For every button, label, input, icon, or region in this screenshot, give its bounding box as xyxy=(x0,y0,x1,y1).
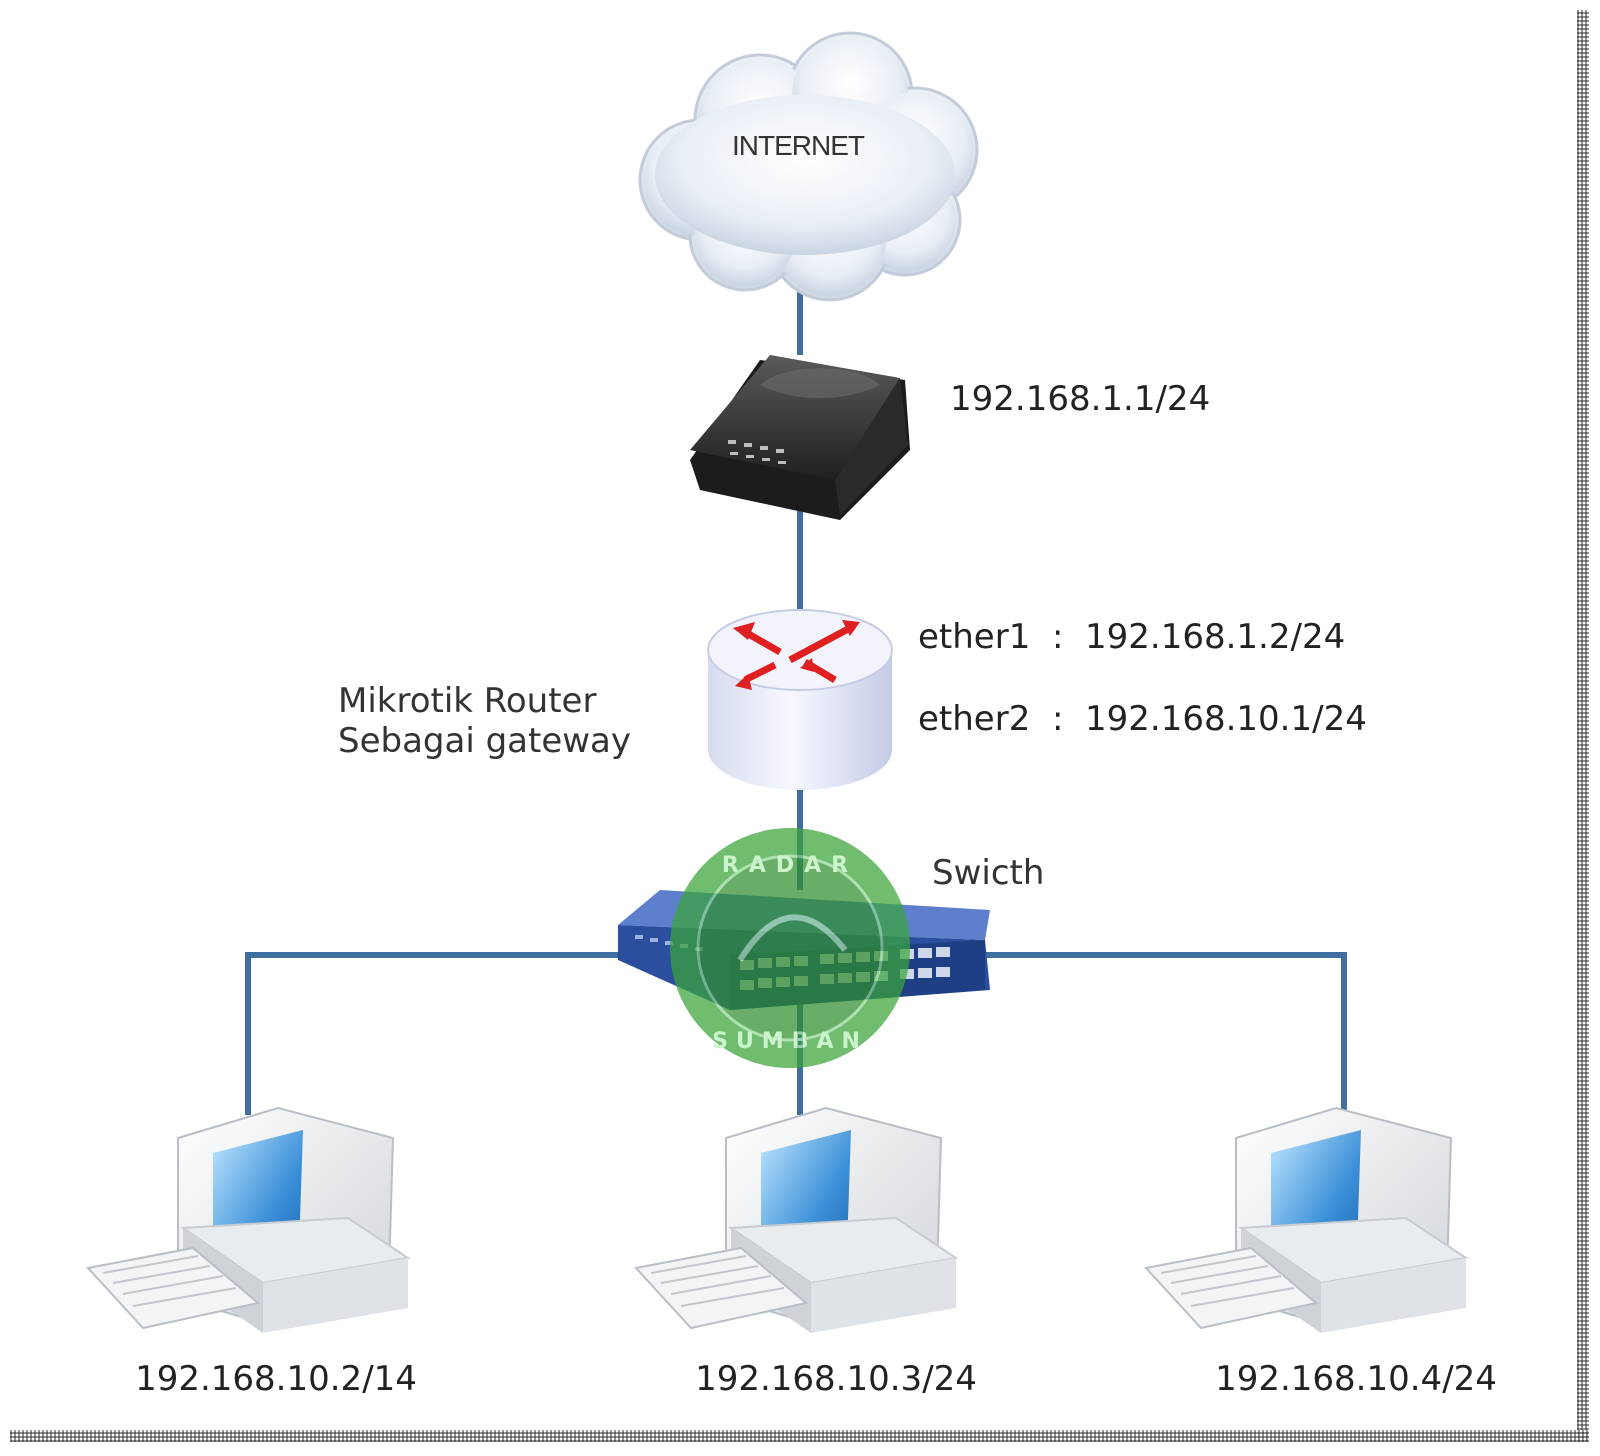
watermark-seal-icon: RADAR SUMBAN xyxy=(670,828,910,1068)
router-ether1-label: ether1 : 192.168.1.2/24 xyxy=(918,617,1345,657)
frame-border-right xyxy=(1577,10,1589,1442)
computer-icon-2 xyxy=(634,1106,959,1333)
watermark-text-bottom: SUMBAN xyxy=(712,1029,868,1054)
client-3-ip-label: 192.168.10.4/24 xyxy=(1215,1359,1497,1399)
internet-cloud-icon: INTERNET xyxy=(638,31,979,302)
router-ether2-label: ether2 : 192.168.10.1/24 xyxy=(918,699,1367,739)
link-switch-pc3 xyxy=(980,952,1347,1115)
modem-icon xyxy=(690,355,910,520)
router-icon xyxy=(707,609,893,790)
modem-ip-label: 192.168.1.1/24 xyxy=(950,379,1210,419)
watermark-text-top: RADAR xyxy=(722,853,858,878)
internet-label: INTERNET xyxy=(732,130,865,161)
router-name-line2: Sebagai gateway xyxy=(338,721,631,761)
computer-icon-1 xyxy=(86,1106,411,1333)
link-switch-pc1 xyxy=(245,952,620,1115)
client-1-ip-label: 192.168.10.2/14 xyxy=(135,1359,417,1399)
client-2-ip-label: 192.168.10.3/24 xyxy=(695,1359,977,1399)
frame-border-bottom xyxy=(10,1430,1589,1442)
switch-label: Swicth xyxy=(932,853,1044,893)
router-name-line1: Mikrotik Router xyxy=(338,681,596,721)
computer-icon-3 xyxy=(1144,1106,1469,1333)
